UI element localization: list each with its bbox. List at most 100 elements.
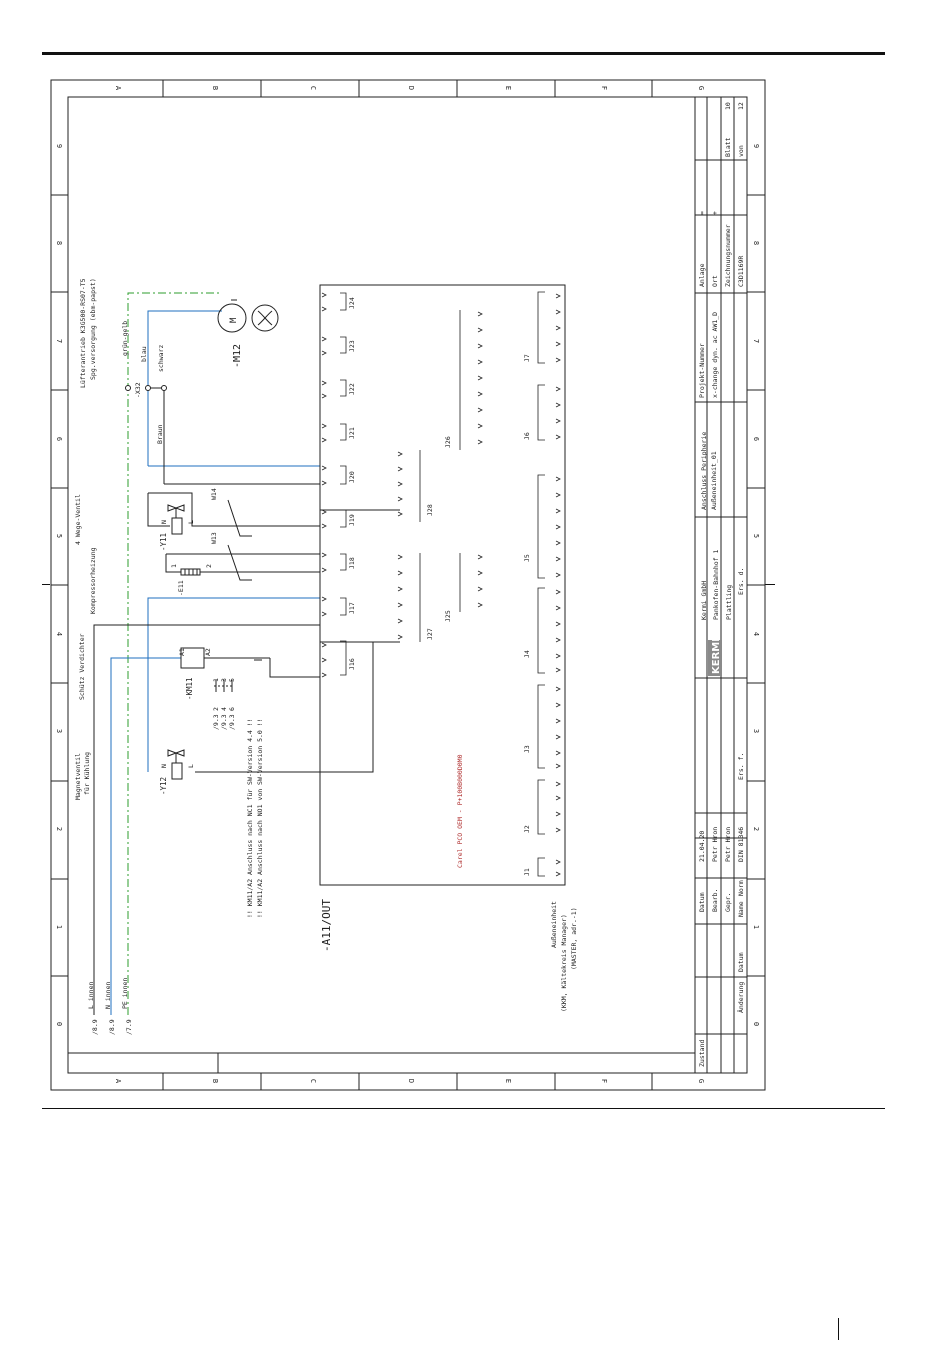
tb-blatt-value: 10 — [724, 102, 732, 110]
svg-text:KERMI: KERMI — [711, 638, 722, 674]
grid-letter-bottom: B — [211, 1079, 219, 1083]
tb-zeichnung-value: C3D1169R — [737, 256, 745, 287]
grid-number-left: 6 — [55, 437, 63, 441]
tb-norm-value: DIN 81346 — [737, 827, 745, 862]
tb-anlage-value: = — [698, 211, 706, 215]
tb-bearb-label: Bearb. — [711, 889, 719, 912]
supply-n-ref: /8.9 — [108, 1019, 116, 1035]
tb-datum-col: Datum — [737, 952, 745, 972]
contactor-pair-6: 6 — [228, 707, 236, 711]
tb-ers-d: Ers. d. — [737, 568, 745, 595]
tb-von-value: 12 — [737, 102, 745, 110]
controller-desc-2: (KKM, Kältekreis Manager) — [560, 914, 568, 1012]
connector-j28: J28 — [426, 504, 434, 516]
fan-wire-braun: Braun — [156, 424, 164, 444]
connector-j21: J21 — [348, 427, 356, 439]
heater-tag: -E11 — [177, 580, 185, 596]
tb-norm-label: Norm — [737, 880, 745, 896]
pe-wire — [127, 292, 222, 1015]
tb-projekt-value: x-change dyn. ac AW1_D — [711, 312, 719, 398]
connector-j24: J24 — [348, 297, 356, 309]
signal-wires — [93, 299, 400, 1015]
valve-y12-term-l: L — [187, 764, 195, 768]
tb-company-3: Plattling — [725, 585, 733, 620]
connector-j26: J26 — [444, 436, 452, 448]
heater-e11-symbol — [180, 568, 201, 576]
grid-number-right: 4 — [752, 632, 760, 636]
grid-letter-bottom: A — [114, 1079, 122, 1084]
grid-number-left: 2 — [55, 827, 63, 831]
contactor-contact-5: 5 — [228, 678, 236, 682]
grid-letter-top: F — [600, 86, 608, 90]
tb-von-label: von — [737, 145, 745, 157]
connector-j1: J1 — [523, 868, 531, 876]
right-fold-mark — [765, 584, 775, 585]
tb-bearb-value: Petr Hron — [711, 827, 719, 862]
grid-letter-bottom: G — [697, 1079, 705, 1083]
grid-number-left: 4 — [55, 632, 63, 636]
tb-blatt-label: Blatt — [724, 137, 732, 157]
connector-j22: J22 — [348, 383, 356, 395]
controller-desc-1: Außeneinheit — [550, 901, 558, 948]
valve-y12-title-2: für Kühlung — [83, 752, 91, 795]
tb-gepr-value: Petr Hron — [724, 827, 732, 862]
connector-j25: J25 — [444, 610, 452, 622]
contactor-pair-4: 4 — [220, 707, 228, 711]
tb-gepr-label: Gepr. — [724, 892, 732, 912]
grid-number-left: 1 — [55, 925, 63, 929]
grid-number-right: 3 — [752, 729, 760, 733]
cable-marks — [227, 499, 252, 581]
connector-j17: J17 — [348, 602, 356, 614]
supply-n-label: N innen — [104, 982, 112, 1009]
connector-j27: J27 — [426, 628, 434, 640]
connector-j6: J6 — [523, 432, 531, 440]
grid-number-right: 1 — [752, 925, 760, 929]
left-fold-mark — [42, 584, 50, 585]
valve-y11-symbol — [167, 504, 185, 535]
connector-x32 — [125, 385, 167, 391]
supply-pe-label: PE innen — [121, 978, 129, 1009]
grid-number-right: 5 — [752, 534, 760, 538]
tb-company-1: Kermi GmbH — [700, 581, 708, 620]
contactor-a2: A2 — [204, 648, 212, 656]
tb-title-1: Anschluss Peripherie — [700, 432, 708, 510]
page-corner-mark — [838, 1318, 839, 1340]
valve-y12-term-n: N — [160, 764, 168, 768]
grid-letter-top: C — [309, 86, 317, 90]
tb-datum-value: 21.04.20 — [698, 831, 706, 862]
grid-number-right: 6 — [752, 437, 760, 441]
connector-j20: J20 — [348, 471, 356, 483]
grid-number-left: 5 — [55, 534, 63, 538]
fan-connector: -X32 — [134, 382, 142, 398]
tb-ers-f: Ers. f. — [737, 753, 745, 780]
contactor-ref-3: /9.3 — [228, 714, 236, 730]
fan-wire-blau: blau — [140, 346, 148, 362]
grid-number-left: 8 — [55, 241, 63, 245]
grid-letter-bottom: C — [309, 1079, 317, 1083]
grid-number-left: 7 — [55, 339, 63, 343]
tb-zustand: Zustand — [698, 1040, 706, 1067]
contactor-ref-1: /9.3 — [212, 714, 220, 730]
contactor-pair-2: 2 — [212, 707, 220, 711]
valve-y11-wire: W14 — [210, 488, 218, 500]
top-rule — [42, 52, 885, 55]
fan-title-2: Spg.versorgung (ebm-papst) — [89, 278, 97, 380]
valve-y11-term-n: N — [160, 520, 168, 524]
drawing-frame — [50, 79, 766, 1091]
fan-tag: -M12 — [232, 344, 243, 368]
grid-letter-top: E — [504, 86, 512, 90]
grid-letter-top: G — [697, 86, 705, 90]
tb-company-2: Pankofen-Bahnhof 1 — [712, 549, 720, 620]
grid-number-right: 8 — [752, 241, 760, 245]
fan-title-1: Lüfterantrieb K3G500-RS07-T5 — [79, 278, 87, 388]
tb-projekt-label: Projekt-Nummer — [698, 343, 706, 398]
connector-j2: J2 — [523, 825, 531, 833]
motor-m12-symbol — [217, 303, 279, 333]
contactor-contacts — [214, 680, 234, 692]
grid-number-right: 7 — [752, 339, 760, 343]
contactor-note-2: !! KM11/A2 Anschluss nach NC1 für SW-Ver… — [246, 718, 254, 918]
grid-number-left: 3 — [55, 729, 63, 733]
grid-letter-bottom: D — [407, 1079, 415, 1083]
contactor-a1: A1 — [178, 648, 186, 656]
